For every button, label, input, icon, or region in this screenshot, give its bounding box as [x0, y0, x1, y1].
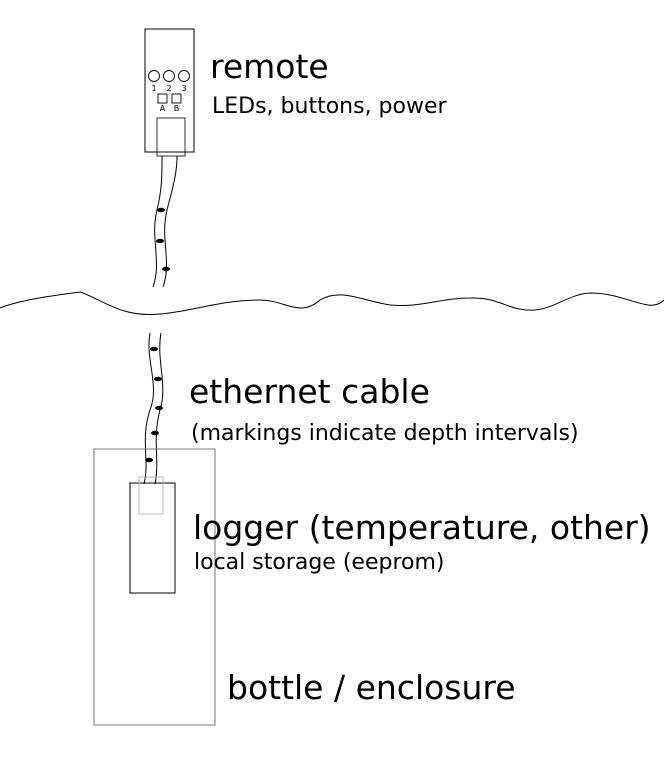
remote-unit: 1 2 3 A B	[144, 28, 195, 157]
bottle-enclosure	[93, 448, 216, 726]
depth-marking-icon	[155, 405, 163, 411]
logger-title: logger (temperature, other)	[193, 508, 651, 547]
depth-marking-icon	[145, 457, 153, 463]
remote-body	[144, 28, 195, 153]
cable-upper	[152, 155, 178, 288]
remote-connector	[156, 117, 186, 157]
cable-subtitle: (markings indicate depth intervals)	[191, 421, 579, 446]
button-b-label: B	[174, 104, 180, 113]
cable-upper-strand-left	[152, 155, 163, 288]
logger-connector	[138, 476, 164, 515]
depth-marking-icon	[157, 207, 165, 213]
cable-lower	[143, 332, 164, 485]
button-b-icon	[171, 93, 182, 104]
depth-marking-icon	[154, 376, 162, 382]
logger-body	[129, 482, 176, 594]
led-2-icon	[163, 70, 175, 82]
depth-marking-icon	[151, 430, 159, 436]
remote-subtitle: LEDs, buttons, power	[212, 94, 448, 119]
led-2-label: 2	[166, 84, 171, 93]
button-a-label: A	[160, 104, 166, 113]
led-3-icon	[178, 70, 190, 82]
button-a-icon	[157, 93, 168, 104]
led-1-icon	[148, 70, 160, 82]
logger-subtitle: local storage (eeprom)	[194, 550, 444, 575]
remote-title: remote	[210, 47, 329, 86]
water-surface-line	[0, 291, 664, 316]
led-1-label: 1	[151, 84, 156, 93]
cable-lower-strand-left	[143, 332, 154, 485]
cable-title: ethernet cable	[189, 372, 430, 411]
led-3-label: 3	[181, 84, 186, 93]
depth-marking-icon	[156, 238, 164, 244]
depth-marking-icon	[162, 266, 170, 272]
enclosure-title: bottle / enclosure	[227, 668, 516, 707]
depth-marking-icon	[150, 346, 158, 352]
